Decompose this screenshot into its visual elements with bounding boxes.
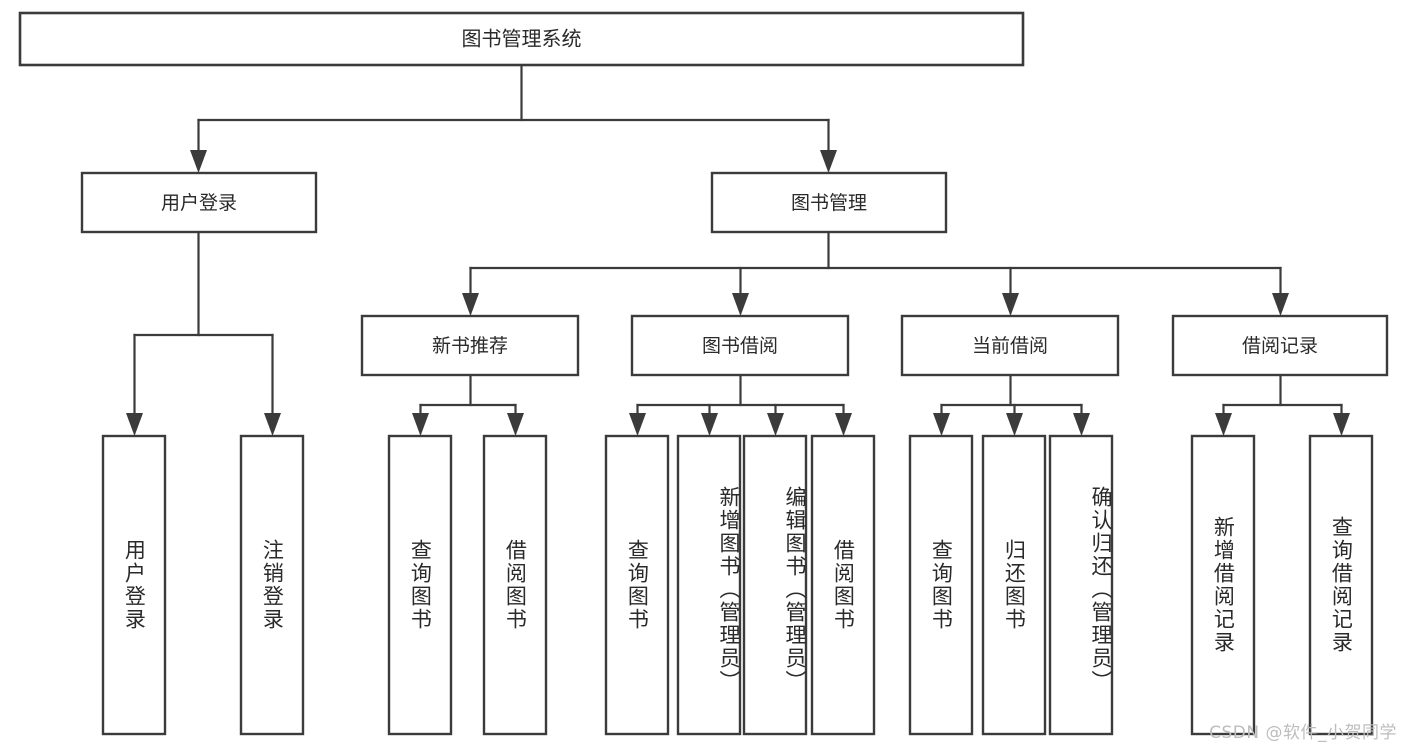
node-borrow-record[interactable]: 借阅记录 <box>1171 314 1389 377</box>
node-current-borrow-label: 当前借阅 <box>972 335 1048 357</box>
leaf-box-user-login-1[interactable] <box>239 434 305 736</box>
arrow-icon-current-borrow-leaf-1 <box>1006 413 1023 436</box>
node-book-manage-label: 图书管理 <box>791 192 867 214</box>
connector-layer <box>126 63 1350 436</box>
leaf-box-new-book-1[interactable] <box>482 434 548 736</box>
arrow-icon-to-borrow-record <box>1272 293 1289 316</box>
leaf-box-current-borrow-2[interactable] <box>1048 434 1114 736</box>
node-borrow-record-box[interactable] <box>1171 314 1389 377</box>
arrow-icon-user-login-leaf-1 <box>264 413 281 436</box>
leaf-box-new-book-0[interactable] <box>387 434 453 736</box>
node-user-login[interactable]: 用户登录 <box>80 171 318 234</box>
arrow-icon-to-book-borrow <box>732 293 749 316</box>
node-user-login-box[interactable] <box>80 171 318 234</box>
node-root[interactable]: 图书管理系统 <box>18 11 1025 67</box>
leaf-box-book-borrow-2[interactable] <box>742 434 808 736</box>
arrow-icon-current-borrow-leaf-2 <box>1073 413 1090 436</box>
arrow-icon-user-login-leaf-0 <box>126 413 143 436</box>
node-root-box[interactable] <box>18 11 1025 67</box>
arrow-icon-to-current-borrow <box>1002 293 1019 316</box>
leaf-box-book-borrow-1[interactable] <box>676 434 742 736</box>
node-new-book-recommend-box[interactable] <box>360 314 580 377</box>
node-layer: 图书管理系统 用户登录 图书管理 新书推荐 图书借阅 <box>18 11 1389 736</box>
node-root-label: 图书管理系统 <box>462 27 582 51</box>
leaf-box-book-borrow-3[interactable] <box>810 434 876 736</box>
node-book-manage-box[interactable] <box>710 171 948 234</box>
arrow-icon-borrow-record-leaf-1 <box>1333 413 1350 436</box>
node-current-borrow[interactable]: 当前借阅 <box>900 314 1120 377</box>
arrow-icon-to-user-login <box>190 150 207 173</box>
leaf-box-borrow-record-1[interactable] <box>1308 434 1374 736</box>
arrow-icon-to-new-book <box>462 293 479 316</box>
node-book-manage[interactable]: 图书管理 <box>710 171 948 234</box>
node-book-borrow-label: 图书借阅 <box>702 335 778 357</box>
node-book-borrow[interactable]: 图书借阅 <box>630 314 850 377</box>
csdn-watermark: CSDN @软件_小贺同学 <box>1209 723 1397 743</box>
node-user-login-label: 用户登录 <box>161 192 237 214</box>
leaf-box-current-borrow-1[interactable] <box>981 434 1047 736</box>
node-new-book-recommend[interactable]: 新书推荐 <box>360 314 580 377</box>
node-book-borrow-box[interactable] <box>630 314 850 377</box>
arrow-icon-new-book-leaf-1 <box>507 413 524 436</box>
arrow-icon-book-borrow-leaf-1 <box>701 413 718 436</box>
leaf-box-current-borrow-0[interactable] <box>908 434 974 736</box>
leaf-box-book-borrow-0[interactable] <box>604 434 670 736</box>
arrow-icon-borrow-record-leaf-0 <box>1215 413 1232 436</box>
leaf-box-borrow-record-0[interactable] <box>1190 434 1256 736</box>
arrow-icon-current-borrow-leaf-0 <box>933 413 950 436</box>
arrow-icon-book-borrow-leaf-0 <box>629 413 646 436</box>
arrow-icon-new-book-leaf-0 <box>412 413 429 436</box>
arrow-icon-book-borrow-leaf-3 <box>835 413 852 436</box>
arrow-icon-to-book-manage <box>820 150 837 173</box>
node-borrow-record-label: 借阅记录 <box>1242 335 1318 357</box>
node-current-borrow-box[interactable] <box>900 314 1120 377</box>
arrow-icon-book-borrow-leaf-2 <box>767 413 784 436</box>
leaf-box-user-login-0[interactable] <box>101 434 167 736</box>
node-new-book-recommend-label: 新书推荐 <box>432 335 508 357</box>
